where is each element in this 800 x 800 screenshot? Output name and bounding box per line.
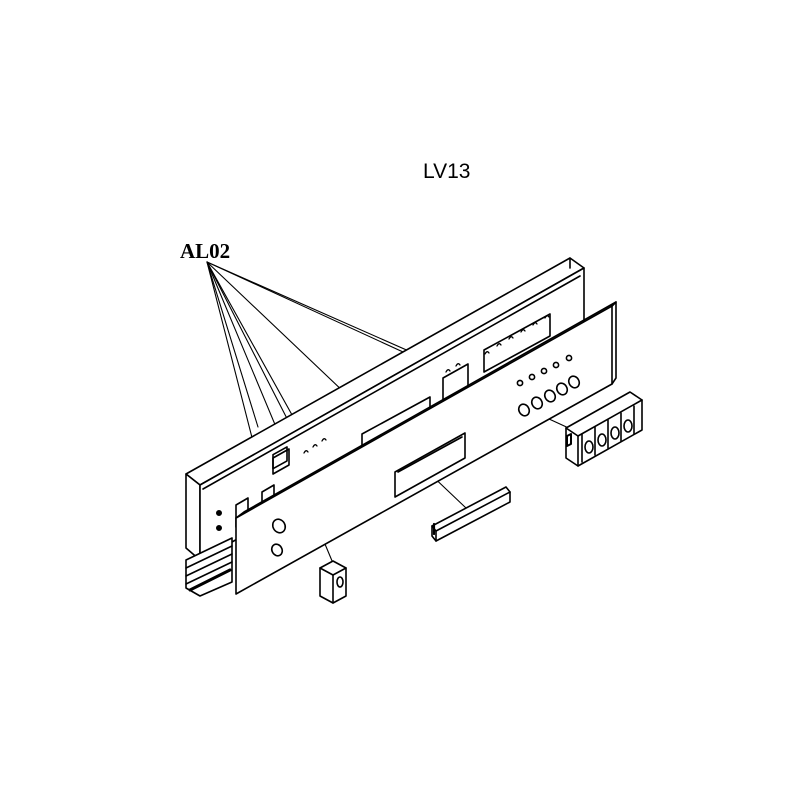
display-lens-strip	[432, 487, 510, 541]
part-callout-label: AL02	[180, 239, 231, 263]
model-label: LV13	[423, 160, 471, 183]
rocker-switch	[320, 561, 346, 603]
base-rail	[186, 538, 232, 596]
housing-holes	[304, 316, 549, 453]
push-button-block	[566, 392, 642, 466]
front-fascia-panel	[236, 302, 616, 594]
